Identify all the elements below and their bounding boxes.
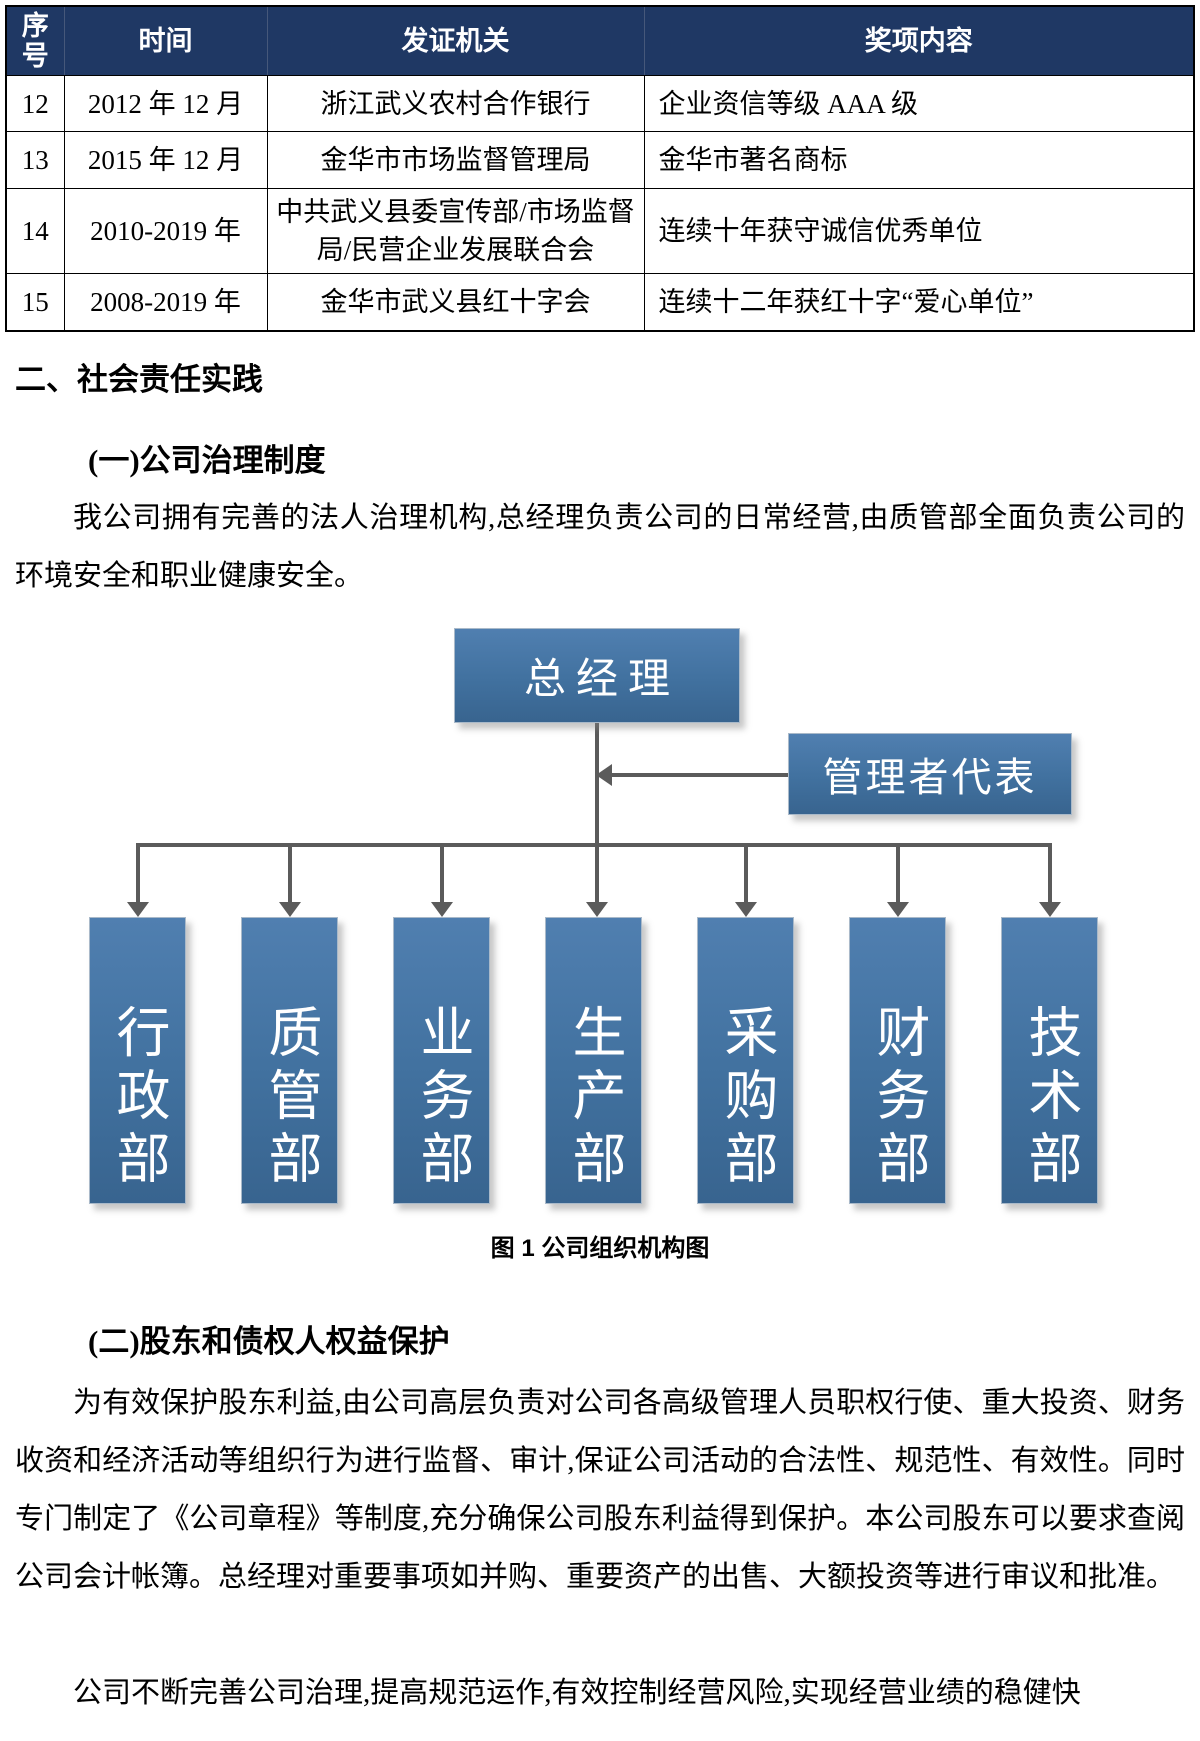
table-row: 15 2008-2019 年 金华市武义县红十字会 连续十二年获红十字“爱心单位… — [5, 273, 1195, 331]
table-row: 14 2010-2019 年 中共武义县委宣传部/市场监督局/民营企业发展联合会… — [5, 188, 1195, 274]
header-cell-award: 奖项内容 — [643, 5, 1195, 76]
connector-drop-line — [744, 843, 748, 905]
org-node-department: 质管部 — [241, 917, 338, 1204]
awards-table: 序号 时间 发证机关 奖项内容 12 2012 年 12 月 浙江武义农村合作银… — [5, 5, 1195, 332]
paragraph-governance: 我公司拥有完善的法人治理机构,总经理负责公司的日常经营,由质管部全面负责公司的环… — [15, 502, 1185, 592]
cell-award: 连续十二年获红十字“爱心单位” — [643, 273, 1195, 331]
org-node-label: 采购部 — [716, 1004, 776, 1193]
arrow-down-icon — [887, 902, 909, 917]
paragraph-closing: 公司不断完善公司治理,提高规范运作,有效控制经营风险,实现经营业绩的稳健快 — [73, 1677, 1081, 1709]
org-node-department: 采购部 — [697, 917, 794, 1204]
cell-no: 12 — [5, 75, 65, 132]
cell-award: 连续十年获守诚信优秀单位 — [643, 188, 1195, 274]
connector-rail-line — [136, 843, 1052, 847]
subsection-heading-shareholder-protection: (二)股东和债权人权益保护 — [88, 1324, 450, 1359]
cell-award: 金华市著名商标 — [643, 131, 1195, 189]
arrow-down-icon — [735, 902, 757, 917]
figure-caption: 图 1 公司组织机构图 — [490, 1235, 710, 1262]
awards-table-header-row: 序号 时间 发证机关 奖项内容 — [5, 5, 1195, 76]
org-node-label: 总经理 — [523, 657, 680, 703]
connector-trunk-line — [595, 723, 599, 905]
org-node-department: 行政部 — [89, 917, 186, 1204]
cell-issuer: 浙江武义农村合作银行 — [266, 75, 645, 132]
org-node-department: 技术部 — [1001, 917, 1098, 1204]
connector-drop-line — [288, 843, 292, 905]
org-node-label: 生产部 — [564, 1004, 624, 1193]
org-chart: 总经理 管理者代表 行政部 质管部 业务部 生产部 采购部 财务部 技术部 图 … — [0, 610, 1200, 1270]
org-node-label: 管理者代表 — [822, 755, 1038, 800]
org-node-department: 生产部 — [545, 917, 642, 1204]
header-cell-issuer: 发证机关 — [266, 5, 645, 76]
table-row: 12 2012 年 12 月 浙江武义农村合作银行 企业资信等级 AAA 级 — [5, 75, 1195, 132]
org-node-label: 质管部 — [260, 1004, 320, 1193]
arrow-down-icon — [279, 902, 301, 917]
header-cell-time: 时间 — [63, 5, 268, 76]
cell-issuer: 金华市武义县红十字会 — [266, 273, 645, 331]
cell-time: 2015 年 12 月 — [63, 131, 268, 189]
org-node-label: 财务部 — [868, 1004, 928, 1193]
cell-no: 15 — [5, 273, 65, 331]
paragraph-shareholder-protection: 为有效保护股东利益,由公司高层负责对公司各高级管理人员职权行使、重大投资、财务收… — [15, 1387, 1185, 1593]
arrow-down-icon — [431, 902, 453, 917]
arrow-down-icon — [1039, 902, 1061, 917]
org-node-management-representative: 管理者代表 — [788, 733, 1072, 815]
cell-time: 2012 年 12 月 — [63, 75, 268, 132]
cell-time: 2008-2019 年 — [63, 273, 268, 331]
cell-issuer: 中共武义县委宣传部/市场监督局/民营企业发展联合会 — [266, 188, 645, 274]
org-node-department: 财务部 — [849, 917, 946, 1204]
arrow-left-icon — [596, 764, 612, 786]
cell-time: 2010-2019 年 — [63, 188, 268, 274]
connector-drop-line — [136, 843, 140, 905]
org-node-general-manager: 总经理 — [454, 628, 740, 723]
table-row: 13 2015 年 12 月 金华市市场监督管理局 金华市著名商标 — [5, 131, 1195, 189]
cell-no: 13 — [5, 131, 65, 189]
section-heading-social-responsibility: 二、社会责任实践 — [15, 362, 263, 397]
connector-staff-line — [610, 773, 788, 777]
header-cell-no: 序号 — [5, 5, 65, 76]
cell-issuer: 金华市市场监督管理局 — [266, 131, 645, 189]
org-node-label: 技术部 — [1020, 1004, 1080, 1193]
connector-drop-line — [1048, 843, 1052, 905]
org-node-label: 行政部 — [108, 1004, 168, 1193]
arrow-down-icon — [127, 902, 149, 917]
org-node-department: 业务部 — [393, 917, 490, 1204]
arrow-down-icon — [586, 902, 608, 917]
cell-no: 14 — [5, 188, 65, 274]
cell-award: 企业资信等级 AAA 级 — [643, 75, 1195, 132]
org-node-label: 业务部 — [412, 1004, 472, 1193]
connector-drop-line — [440, 843, 444, 905]
subsection-heading-governance: (一)公司治理制度 — [88, 443, 326, 478]
connector-drop-line — [896, 843, 900, 905]
